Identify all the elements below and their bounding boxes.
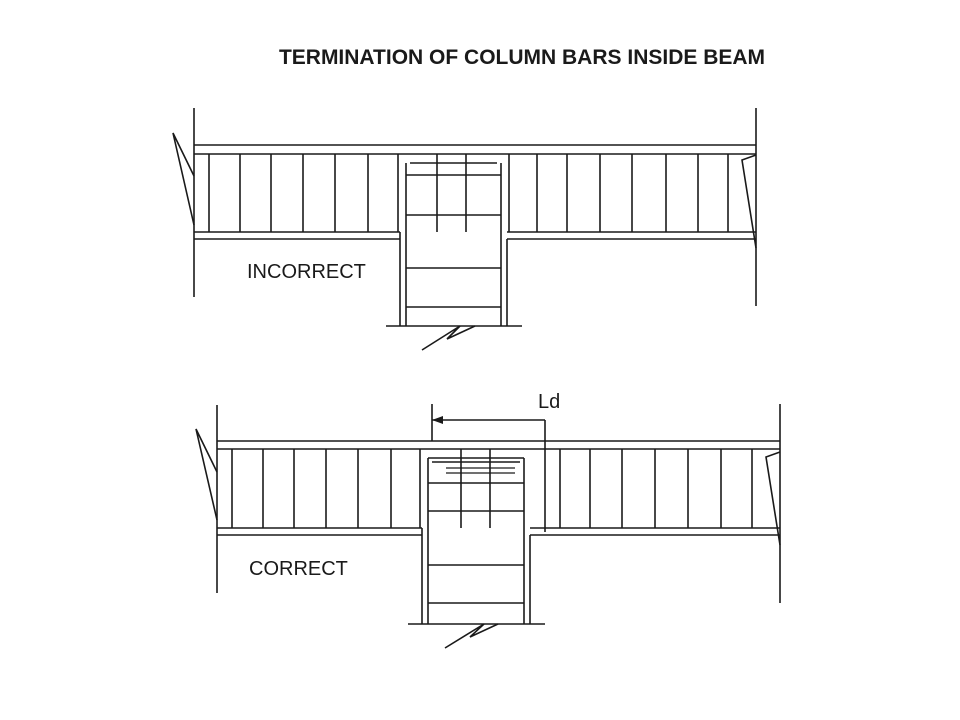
beam-stirrups-right: [559, 449, 753, 528]
left-break-symbol: [172, 132, 195, 226]
incorrect-label: INCORRECT: [247, 261, 366, 283]
column-bars: [428, 449, 524, 528]
correct-panel: Ld CORRECT: [195, 391, 781, 649]
correct-label: CORRECT: [249, 558, 348, 580]
right-break-symbol: [741, 154, 757, 249]
beam-stirrups-left: [231, 449, 421, 528]
column-ties: [406, 267, 501, 308]
column: [386, 163, 522, 327]
right-break-symbol: [765, 451, 781, 546]
dimension-arrowhead: [432, 416, 443, 424]
column-ties: [428, 564, 524, 604]
incorrect-panel: INCORRECT: [172, 108, 757, 351]
left-break-symbol: [195, 428, 218, 521]
ld-label: Ld: [538, 391, 560, 413]
beam-stirrups-right: [508, 154, 729, 232]
column-break-symbol: [421, 325, 476, 351]
beam-stirrups-left: [208, 154, 399, 232]
column: [408, 458, 545, 625]
column-bars: [406, 154, 501, 232]
development-length-dimension: [431, 404, 546, 532]
diagram-title: TERMINATION OF COLUMN BARS INSIDE BEAM: [279, 46, 765, 69]
column-break-symbol: [444, 623, 499, 649]
